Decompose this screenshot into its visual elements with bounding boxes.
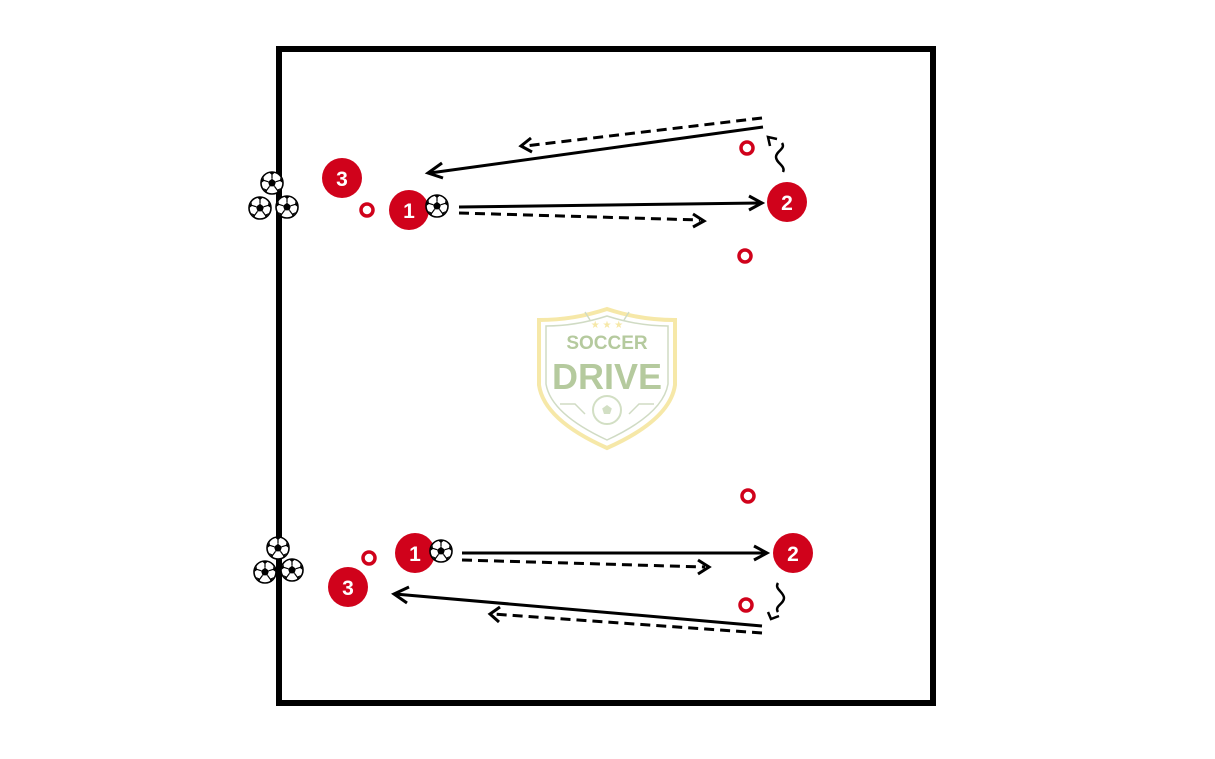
pass-arrow xyxy=(458,194,766,212)
soccer-ball-icon xyxy=(429,539,453,563)
soccer-ball-icon xyxy=(266,536,290,560)
cone-marker xyxy=(737,248,753,264)
run-arrow xyxy=(487,605,763,635)
logo-line2: DRIVE xyxy=(552,356,662,397)
player-marker: 1 xyxy=(389,190,429,230)
player-marker: 2 xyxy=(767,182,807,222)
cone-marker xyxy=(738,597,754,613)
logo-line1: SOCCER xyxy=(566,333,648,354)
player-marker: 2 xyxy=(773,533,813,573)
soccer-ball-icon xyxy=(275,195,299,219)
run-arrow xyxy=(458,211,707,229)
pass-arrow xyxy=(390,585,763,628)
dribble-arrow xyxy=(766,135,785,173)
player-marker: 3 xyxy=(328,567,368,607)
player-number: 3 xyxy=(336,168,348,191)
soccer-ball-icon xyxy=(280,558,304,582)
player-marker: 3 xyxy=(322,158,362,198)
soccer-ball-icon xyxy=(425,194,449,218)
pass-arrow xyxy=(462,544,771,562)
ball-supply-top xyxy=(248,171,299,220)
cone-marker xyxy=(739,140,755,156)
soccer-ball-icon xyxy=(253,560,277,584)
player-number: 1 xyxy=(403,200,415,223)
dribble-arrow xyxy=(766,582,786,621)
player-number: 1 xyxy=(409,543,421,566)
logo-ball-icon xyxy=(592,395,622,425)
logo-star-icon: ★ ★ ★ xyxy=(591,320,623,331)
soccer-ball-icon xyxy=(248,196,272,220)
soccer-drive-logo: ★ ★ ★ SOCCER DRIVE xyxy=(537,306,677,451)
soccer-ball-icon xyxy=(260,171,284,195)
run-arrow xyxy=(461,558,712,576)
run-arrow xyxy=(518,116,763,154)
pass-arrow xyxy=(424,125,764,180)
cone-marker xyxy=(740,488,756,504)
field-boundary xyxy=(276,46,936,706)
player-number: 2 xyxy=(787,543,799,566)
player-marker: 1 xyxy=(395,533,435,573)
cone-marker xyxy=(359,202,375,218)
player-number: 2 xyxy=(781,192,793,215)
cone-marker xyxy=(361,550,377,566)
player-number: 3 xyxy=(342,577,354,600)
